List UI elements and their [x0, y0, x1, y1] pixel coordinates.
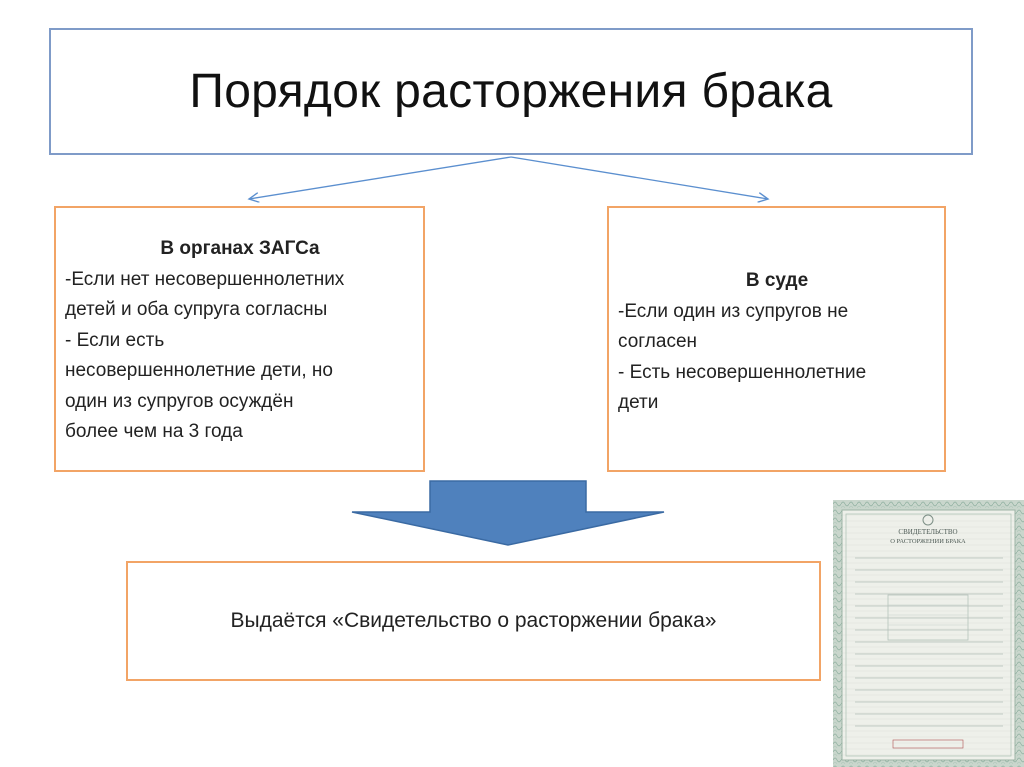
registry-office-heading: В органах ЗАГСа — [65, 234, 415, 265]
registry-office-line: один из супругов осуждён — [65, 387, 415, 418]
registry-office-line: детей и оба супруга согласны — [65, 295, 415, 326]
down-arrow — [352, 481, 664, 545]
connector-right-arrow — [511, 157, 768, 199]
court-box: В суде -Если один из супругов не согласе… — [607, 206, 946, 472]
court-line: -Если один из супругов не — [618, 297, 936, 328]
court-line: дети — [618, 388, 936, 419]
court-heading: В суде — [618, 266, 936, 297]
certificate-title-1: СВИДЕТЕЛЬСТВО — [898, 528, 957, 536]
registry-office-line: более чем на 3 года — [65, 417, 415, 448]
connector-left-arrow — [249, 157, 511, 199]
certificate-title-2: О РАСТОРЖЕНИИ БРАКА — [890, 538, 966, 545]
court-line: - Есть несовершеннолетние — [618, 358, 936, 389]
divorce-certificate-image: СВИДЕТЕЛЬСТВО О РАСТОРЖЕНИИ БРАКА — [833, 500, 1024, 767]
registry-office-line: - Если есть — [65, 326, 415, 357]
result-box: Выдаётся «Свидетельство о расторжении бр… — [126, 561, 821, 681]
registry-office-line: несовершеннолетние дети, но — [65, 356, 415, 387]
court-line: согласен — [618, 327, 936, 358]
result-text: Выдаётся «Свидетельство о расторжении бр… — [230, 606, 716, 637]
registry-office-line: -Если нет несовершеннолетних — [65, 265, 415, 296]
registry-office-box: В органах ЗАГСа -Если нет несовершенноле… — [54, 206, 425, 472]
